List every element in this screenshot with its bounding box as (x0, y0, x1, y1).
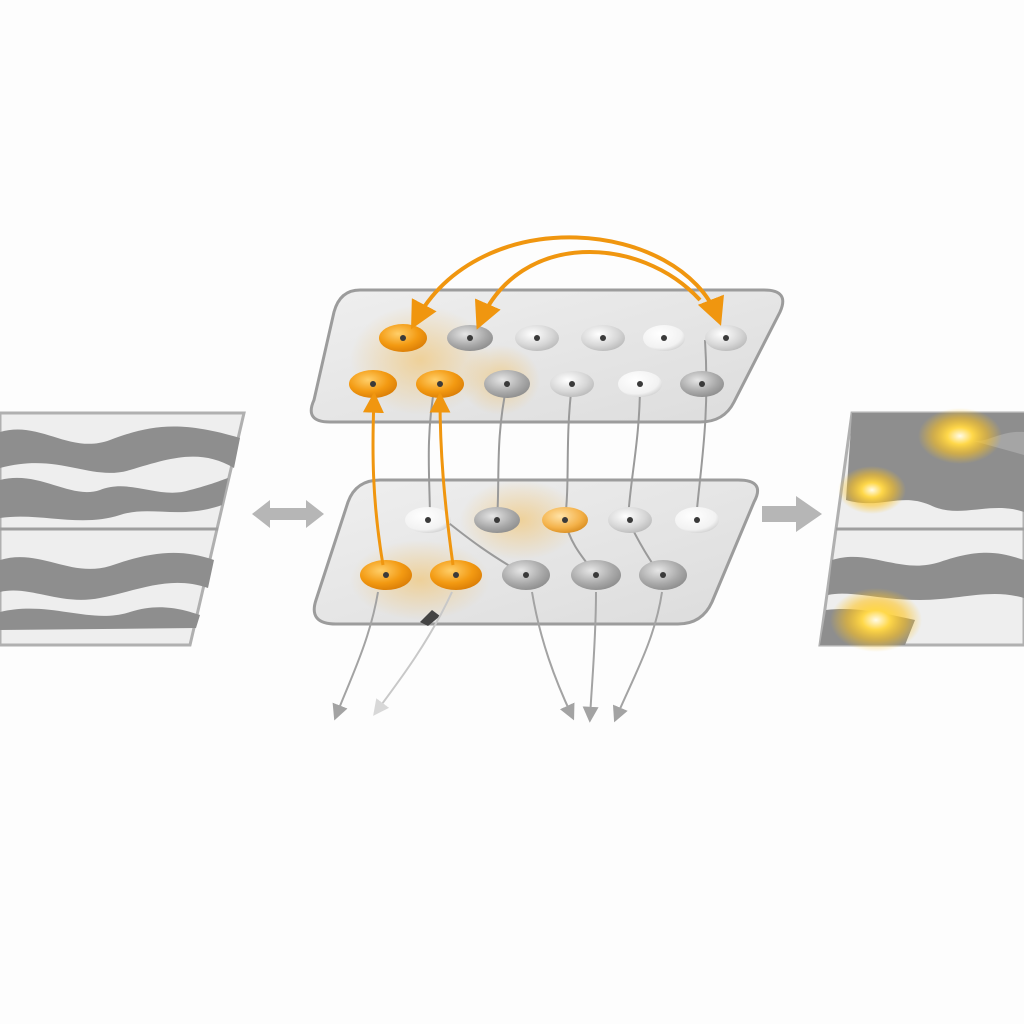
outgoing-arrows (332, 591, 663, 723)
top-layer-nodes (349, 324, 747, 398)
node (416, 370, 464, 398)
node (379, 324, 427, 352)
node (550, 371, 594, 397)
node (502, 560, 550, 590)
node (571, 560, 621, 590)
node (447, 325, 493, 351)
node (349, 370, 397, 398)
input-map (0, 411, 246, 647)
right-arrow-icon (762, 496, 822, 532)
node (680, 371, 724, 397)
highlight-spot (830, 588, 922, 652)
orange-feedforward-links (362, 391, 455, 566)
node (542, 507, 588, 533)
output-map (818, 408, 1024, 652)
node (643, 325, 685, 351)
node (474, 507, 520, 533)
node (675, 507, 719, 533)
long-range-arcs (411, 235, 724, 330)
node (430, 560, 482, 590)
node (705, 325, 747, 351)
node (639, 560, 687, 590)
node (405, 507, 451, 533)
double-arrow-icon (252, 500, 324, 528)
highlight-spot (918, 408, 1002, 464)
node (360, 560, 412, 590)
highlight-spot (838, 466, 906, 514)
node (581, 325, 625, 351)
bottom-layer-nodes (360, 507, 719, 626)
node (484, 370, 530, 398)
node (515, 325, 559, 351)
node (618, 371, 662, 397)
node (608, 507, 652, 533)
